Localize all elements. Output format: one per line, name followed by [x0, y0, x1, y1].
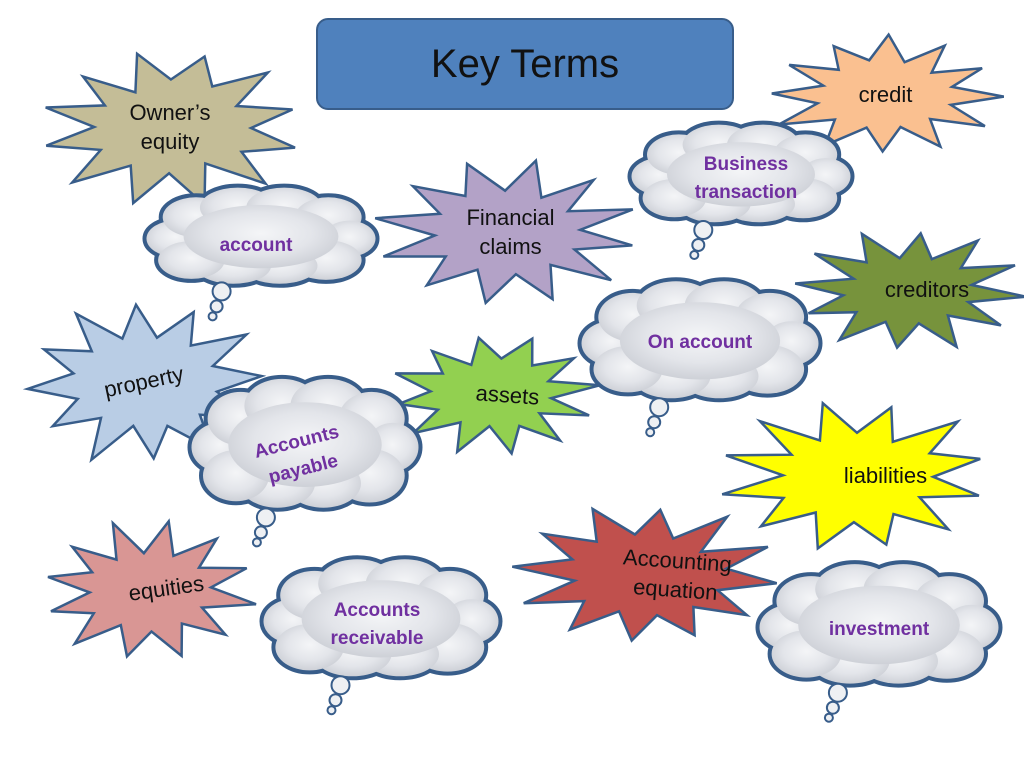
star-financial-claims: Financial claims	[374, 157, 643, 306]
star-label: assets	[474, 379, 541, 410]
star-burst-outline	[771, 32, 1005, 154]
star-burst-outline	[374, 157, 634, 306]
star-burst-shape	[512, 506, 778, 643]
thought-bubble-dot	[211, 281, 232, 302]
star-burst-outline	[721, 400, 981, 551]
thought-bubble-dot	[209, 299, 224, 314]
star-label: creditors	[884, 276, 970, 302]
thought-bubble-dot	[825, 700, 840, 715]
cloud-label: Accounts payable	[252, 421, 342, 489]
star-label: equities	[126, 570, 206, 606]
cloud-account: account	[142, 183, 380, 322]
thought-bubble-dot	[649, 397, 670, 418]
thought-bubble-dot	[330, 675, 351, 696]
star-label: property	[101, 361, 186, 403]
star-accounting-equation: Accounting equation	[512, 505, 778, 645]
star-burst-shape	[794, 231, 1024, 350]
thought-cloud-shape	[755, 560, 1003, 723]
thought-bubble-dot	[255, 507, 276, 528]
star-creditors: creditors	[794, 230, 1024, 350]
thought-bubble-dot	[328, 693, 343, 708]
cloud-on-account: On account	[577, 277, 823, 438]
cloud-label: Business transaction	[694, 154, 798, 203]
cloud-body	[187, 374, 423, 512]
cloud-label: On account	[647, 331, 753, 353]
thought-bubble-dot	[827, 682, 848, 703]
star-property: property	[22, 300, 267, 465]
star-burst-shape	[47, 518, 257, 659]
star-burst-shape	[771, 32, 1005, 154]
thought-cloud-shape	[187, 374, 423, 548]
thought-cloud-shape	[577, 277, 823, 438]
cloud-business-transaction: Business transaction	[627, 120, 855, 260]
thought-bubble-dot	[207, 311, 218, 322]
thought-bubble-dot	[823, 712, 834, 723]
thought-bubble-dot	[647, 415, 662, 430]
star-equities: equities	[40, 518, 257, 660]
thought-bubble-dot	[326, 705, 337, 716]
cloud-investment: investment	[755, 560, 1003, 723]
thought-cloud-shape	[259, 555, 503, 716]
cloud-body	[627, 120, 855, 227]
cloud-accounts-payable: Accounts payable	[187, 374, 423, 550]
star-burst-shape	[393, 335, 601, 457]
star-assets: assets	[390, 335, 601, 457]
thought-bubble-dot	[691, 238, 706, 252]
page-title: Key Terms	[430, 41, 620, 86]
star-credit: credit	[768, 32, 1005, 155]
star-burst-shape	[22, 301, 267, 464]
cloud-body	[259, 555, 503, 681]
thought-cloud-shape	[627, 120, 855, 260]
star-burst-outline	[512, 506, 778, 643]
star-burst-outline	[22, 301, 267, 464]
thought-cloud-shape	[142, 183, 380, 322]
star-liabilities: liabilities	[718, 400, 993, 552]
thought-bubble-dot	[689, 250, 700, 260]
cloud-body	[577, 277, 823, 403]
thought-bubble-dot	[253, 525, 268, 540]
cloud-body	[755, 560, 1003, 688]
star-label: Financial claims	[466, 204, 555, 259]
title-box: Key Terms	[316, 18, 734, 110]
cloud-label: investment	[828, 618, 930, 640]
star-label: credit	[858, 81, 913, 107]
cloud-body	[142, 183, 380, 288]
thought-bubble-dot	[251, 537, 262, 548]
star-label: Accounting equation	[622, 544, 733, 605]
star-owners-equity: Owner’s equity	[35, 50, 305, 208]
star-label: liabilities	[843, 462, 928, 488]
star-burst-outline	[47, 518, 257, 659]
star-burst-shape	[374, 157, 634, 306]
cloud-label: account	[219, 235, 293, 257]
star-burst-shape	[721, 400, 981, 551]
cloud-accounts-receivable: Accounts receivable	[259, 555, 503, 716]
cloud-label: Accounts receivable	[330, 600, 424, 649]
star-burst-outline	[393, 335, 601, 457]
thought-bubble-dot	[645, 427, 656, 438]
star-burst-outline	[794, 231, 1024, 350]
star-label: Owner’s equity	[129, 99, 211, 154]
thought-bubble-dot	[693, 220, 714, 240]
